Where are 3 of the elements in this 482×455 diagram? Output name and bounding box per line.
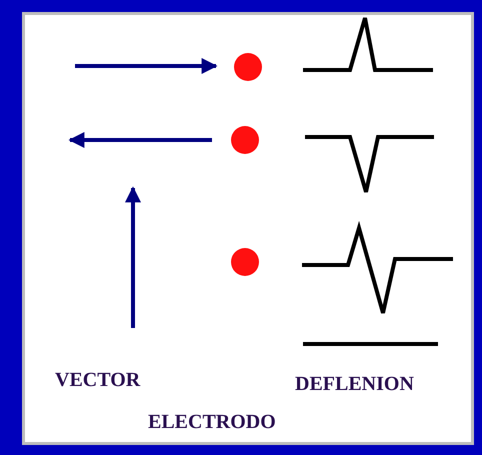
axis-label: VECTOR [55, 370, 140, 390]
axis-label: DEFLENION [295, 374, 414, 394]
axis-label: ELECTRODO [148, 412, 276, 432]
